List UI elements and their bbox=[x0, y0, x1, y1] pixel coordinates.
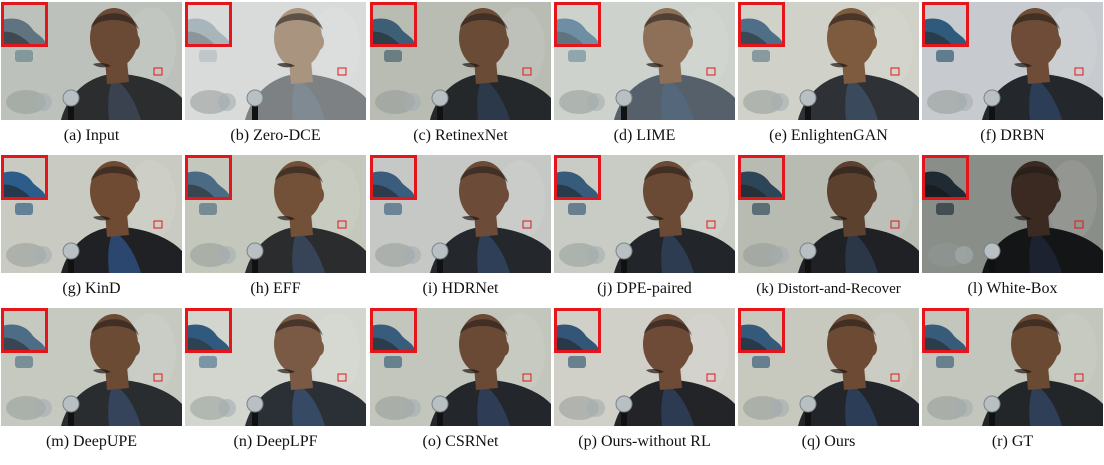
panel-photo bbox=[738, 308, 919, 426]
panel: (r) GT bbox=[922, 306, 1103, 461]
panel-photo bbox=[554, 155, 735, 273]
portrait-photo-icon bbox=[370, 2, 551, 120]
portrait-photo-icon bbox=[554, 308, 735, 426]
portrait-photo-icon bbox=[370, 155, 551, 273]
panel-caption: (c) RetinexNet bbox=[413, 127, 508, 144]
panel: (o) CSRNet bbox=[370, 306, 551, 461]
panel-photo bbox=[738, 155, 919, 273]
portrait-photo-icon bbox=[738, 2, 919, 120]
panel-caption: (n) DeepLPF bbox=[233, 433, 318, 450]
portrait-photo-icon bbox=[554, 155, 735, 273]
panel-caption: (q) Ours bbox=[801, 433, 856, 450]
panel-caption: (h) EFF bbox=[250, 280, 301, 297]
portrait-photo-icon bbox=[922, 155, 1103, 273]
portrait-photo-icon bbox=[185, 2, 366, 120]
panel: (i) HDRNet bbox=[370, 153, 551, 308]
panel: (a) Input bbox=[1, 0, 182, 155]
panel: (e) EnlightenGAN bbox=[738, 0, 919, 155]
panel: (h) EFF bbox=[185, 153, 366, 308]
panel-photo bbox=[554, 2, 735, 120]
panel: (l) White-Box bbox=[922, 153, 1103, 308]
panel: (p) Ours-without RL bbox=[554, 306, 735, 461]
panel-photo bbox=[1, 155, 182, 273]
portrait-photo-icon bbox=[1, 155, 182, 273]
panel-caption: (o) CSRNet bbox=[422, 433, 499, 450]
panel-caption: (f) DRBN bbox=[980, 127, 1045, 144]
panel: (j) DPE-paired bbox=[554, 153, 735, 308]
panel-photo bbox=[922, 155, 1103, 273]
panel-caption: (j) DPE-paired bbox=[597, 280, 692, 297]
panel-caption: (e) EnlightenGAN bbox=[769, 127, 888, 144]
panel-caption: (d) LIME bbox=[613, 127, 676, 144]
portrait-photo-icon bbox=[922, 2, 1103, 120]
panel: (b) Zero-DCE bbox=[185, 0, 366, 155]
panel-photo bbox=[370, 308, 551, 426]
panel: (f) DRBN bbox=[922, 0, 1103, 155]
panel-caption: (b) Zero-DCE bbox=[230, 127, 321, 144]
panel-photo bbox=[185, 155, 366, 273]
panel-photo bbox=[922, 2, 1103, 120]
portrait-photo-icon bbox=[185, 308, 366, 426]
portrait-photo-icon bbox=[1, 2, 182, 120]
panel-photo bbox=[185, 2, 366, 120]
panel-photo bbox=[1, 2, 182, 120]
panel-caption: (m) DeepUPE bbox=[45, 433, 138, 450]
panel: (g) KinD bbox=[1, 153, 182, 308]
panel-photo bbox=[738, 2, 919, 120]
panel-caption: (k) Distort-and-Recover bbox=[756, 281, 901, 297]
portrait-photo-icon bbox=[185, 155, 366, 273]
portrait-photo-icon bbox=[554, 2, 735, 120]
panel-caption: (g) KinD bbox=[62, 280, 121, 297]
panel-photo bbox=[554, 308, 735, 426]
portrait-photo-icon bbox=[1, 308, 182, 426]
panel-caption: (p) Ours-without RL bbox=[578, 433, 711, 450]
panel: (q) Ours bbox=[738, 306, 919, 461]
portrait-photo-icon bbox=[370, 308, 551, 426]
panel: (k) Distort-and-Recover bbox=[738, 153, 919, 308]
panel-caption: (r) GT bbox=[991, 433, 1034, 450]
panel: (m) DeepUPE bbox=[1, 306, 182, 461]
panel-photo bbox=[370, 155, 551, 273]
panel-caption: (a) Input bbox=[63, 127, 120, 144]
panel-photo bbox=[185, 308, 366, 426]
panel: (c) RetinexNet bbox=[370, 0, 551, 155]
panel: (d) LIME bbox=[554, 0, 735, 155]
panel-caption: (l) White-Box bbox=[967, 280, 1058, 297]
portrait-photo-icon bbox=[922, 308, 1103, 426]
panel-photo bbox=[922, 308, 1103, 426]
panel-photo bbox=[1, 308, 182, 426]
panel-caption: (i) HDRNet bbox=[422, 280, 499, 297]
portrait-photo-icon bbox=[738, 155, 919, 273]
panel-photo bbox=[370, 2, 551, 120]
panel: (n) DeepLPF bbox=[185, 306, 366, 461]
portrait-photo-icon bbox=[738, 308, 919, 426]
